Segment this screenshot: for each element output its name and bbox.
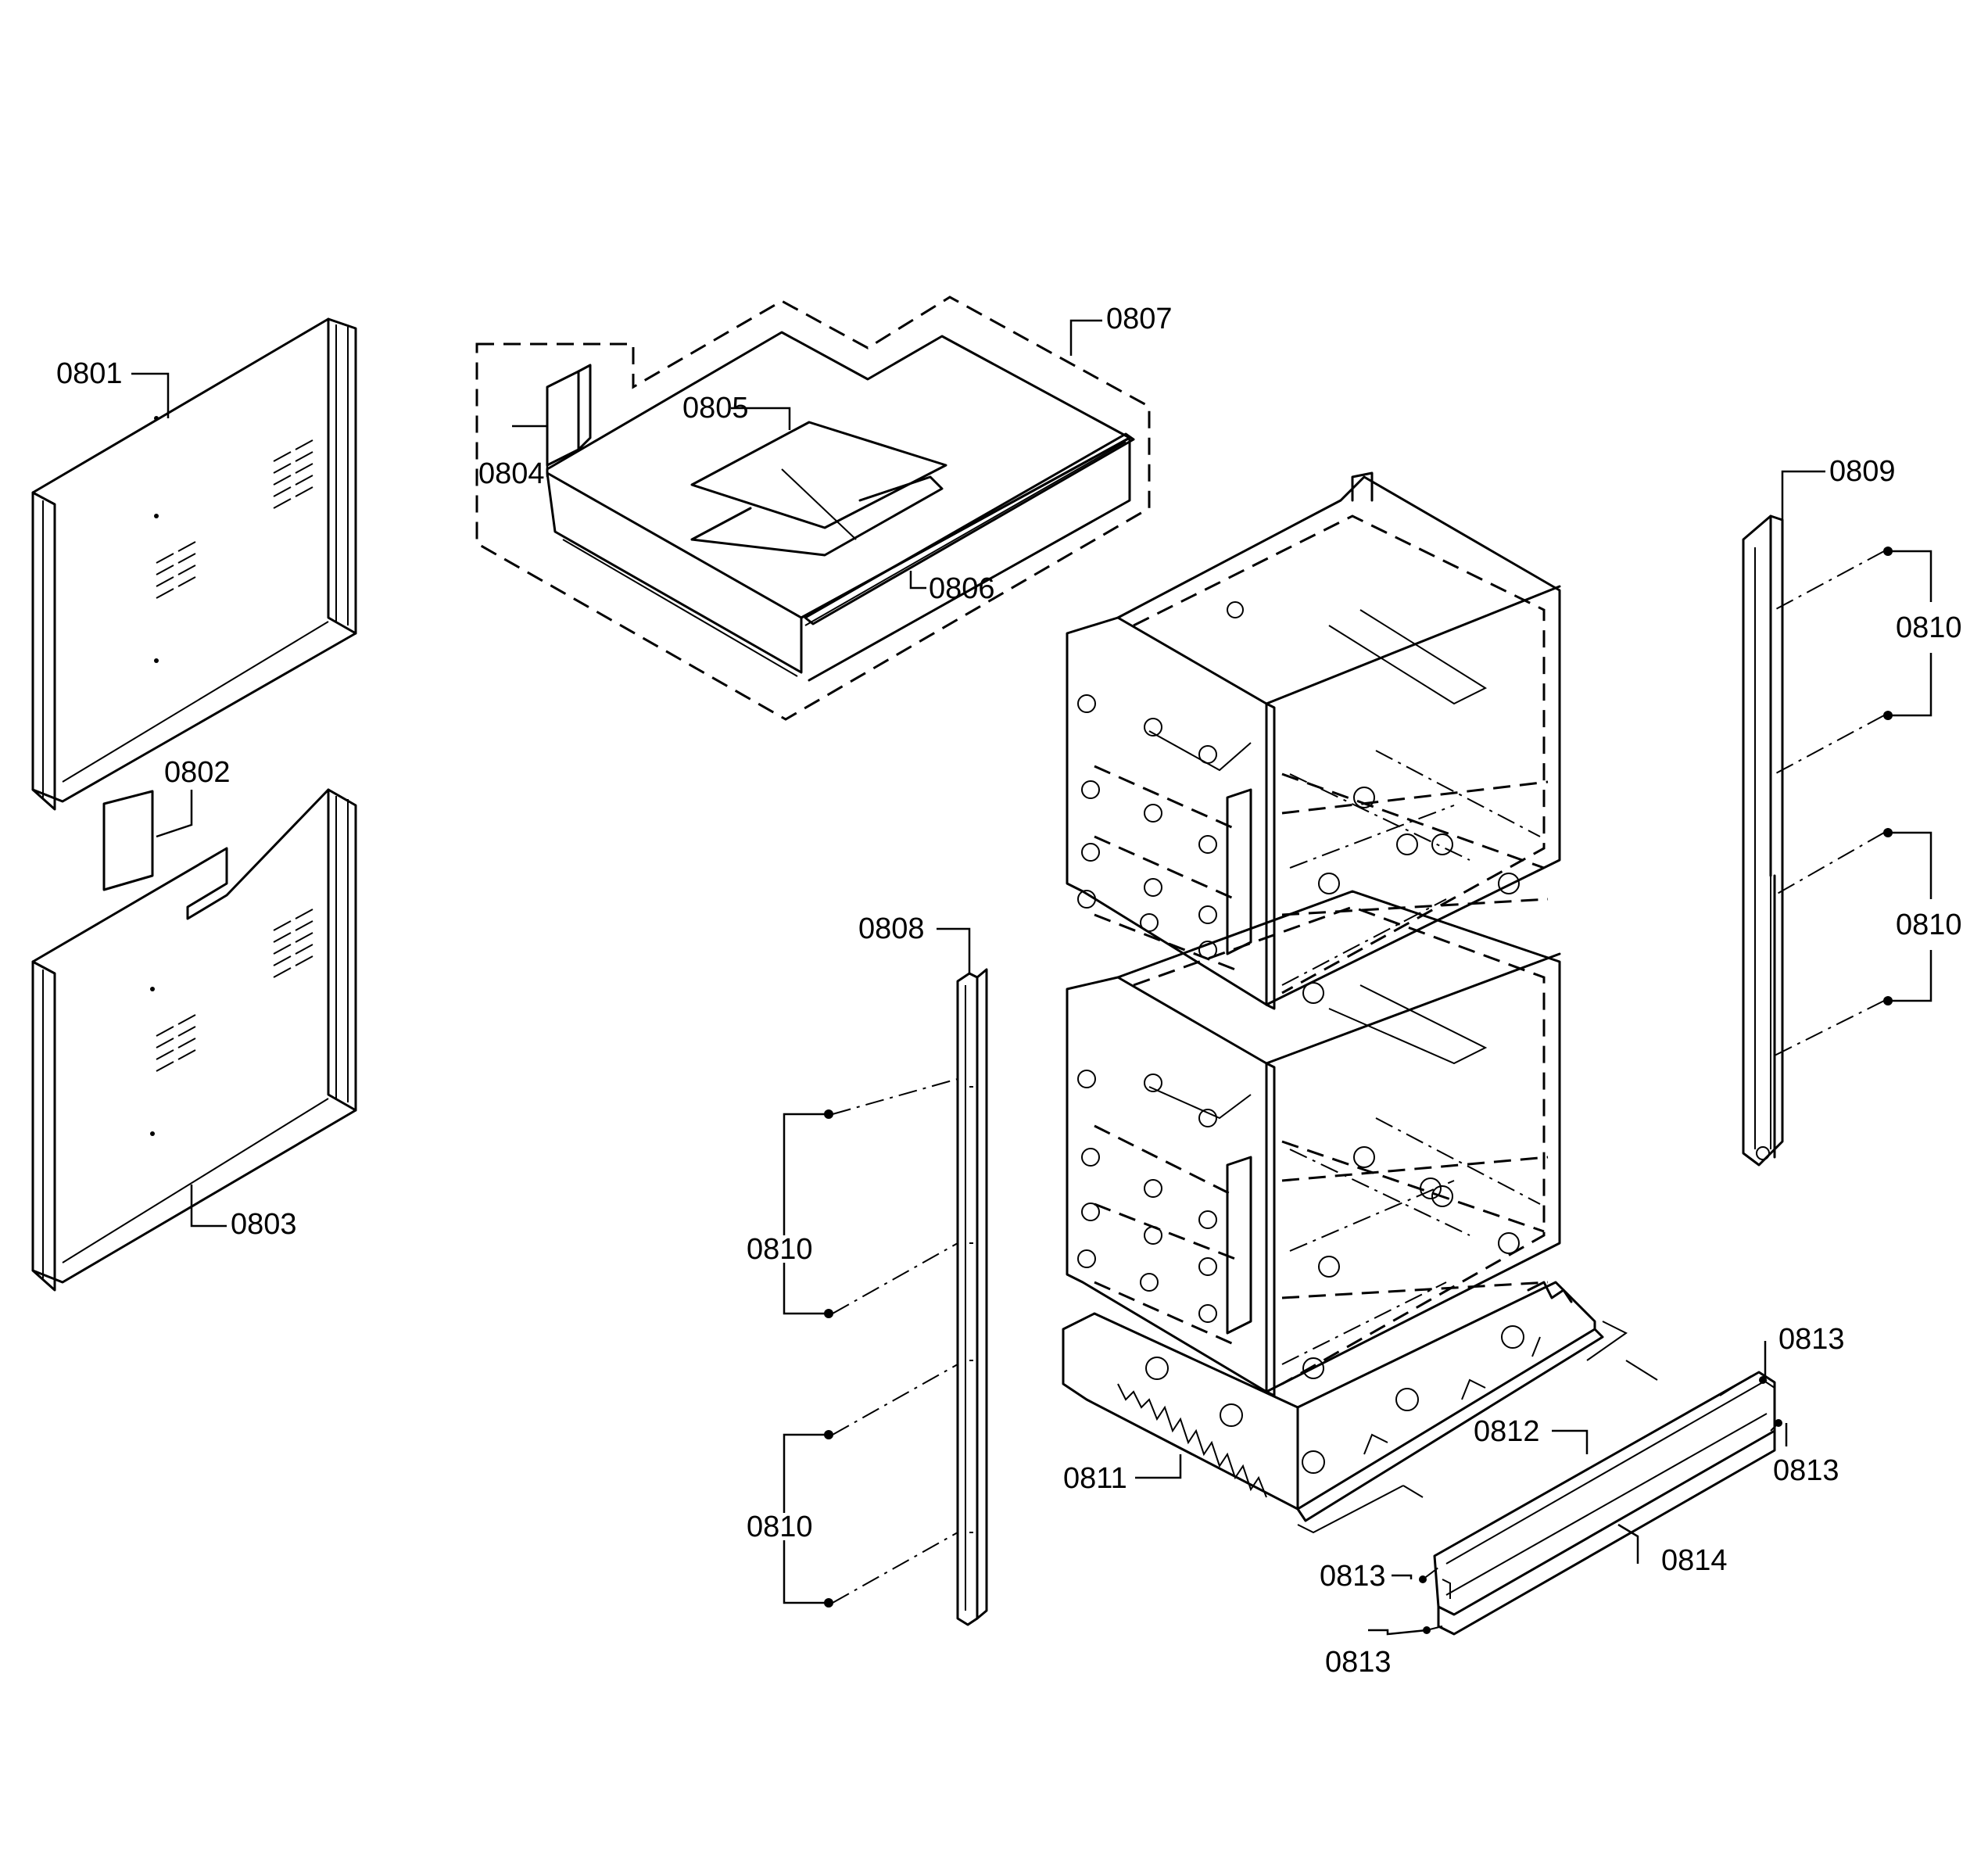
callout-0810-right-bottom: 0810 bbox=[1896, 909, 1962, 941]
callout-leaders bbox=[131, 319, 1825, 1636]
part-0804-bracket bbox=[546, 364, 592, 467]
callout-0810-left-top: 0810 bbox=[747, 1233, 813, 1266]
part-0803-side-panel bbox=[31, 788, 357, 1292]
callout-0813-middle: 0813 bbox=[1320, 1560, 1386, 1593]
part-0807-top-cover bbox=[546, 331, 1131, 682]
callout-0807: 0807 bbox=[1106, 303, 1173, 335]
callout-0814: 0814 bbox=[1661, 1544, 1728, 1577]
part-0811-base-frame bbox=[1062, 1281, 1604, 1522]
callout-0802: 0802 bbox=[164, 756, 231, 789]
callout-0801: 0801 bbox=[56, 357, 123, 390]
callout-0810-right-top: 0810 bbox=[1896, 611, 1962, 644]
part-0807-top-assembly-outline bbox=[475, 296, 1151, 721]
part-0806-trim-strip bbox=[804, 432, 1135, 626]
callout-0809: 0809 bbox=[1829, 455, 1896, 488]
callout-0803: 0803 bbox=[231, 1208, 297, 1241]
callout-0805: 0805 bbox=[682, 392, 749, 425]
callout-0811: 0811 bbox=[1063, 1462, 1127, 1495]
part-0809-vertical-strip bbox=[1742, 514, 1784, 1167]
screws-0813 bbox=[1419, 1376, 1782, 1634]
part-0802-plate bbox=[102, 790, 154, 891]
oven-cavity-frame-lower bbox=[1066, 890, 1561, 1397]
part-0805-insulation bbox=[690, 421, 947, 557]
callout-0813-right: 0813 bbox=[1773, 1454, 1839, 1487]
callout-0808: 0808 bbox=[858, 912, 925, 945]
callout-labels: 0801 0802 0803 0804 0805 0806 0807 0808 … bbox=[56, 303, 1962, 1679]
part-0801-side-panel bbox=[31, 317, 357, 811]
callout-0810-left-bottom: 0810 bbox=[747, 1511, 813, 1543]
screws-0810-left bbox=[783, 1078, 958, 1608]
part-0814-kick-panel bbox=[1433, 1371, 1776, 1636]
callout-0806: 0806 bbox=[929, 572, 995, 605]
part-0808-vertical-strip bbox=[956, 968, 988, 1626]
oven-cavity-frame-upper bbox=[1066, 471, 1561, 1010]
callout-0804: 0804 bbox=[478, 457, 545, 490]
callout-0813-top: 0813 bbox=[1778, 1323, 1845, 1356]
screws-0810-right bbox=[1774, 547, 1932, 1056]
callout-0813-bottom: 0813 bbox=[1325, 1646, 1392, 1679]
callout-0812: 0812 bbox=[1474, 1415, 1540, 1448]
